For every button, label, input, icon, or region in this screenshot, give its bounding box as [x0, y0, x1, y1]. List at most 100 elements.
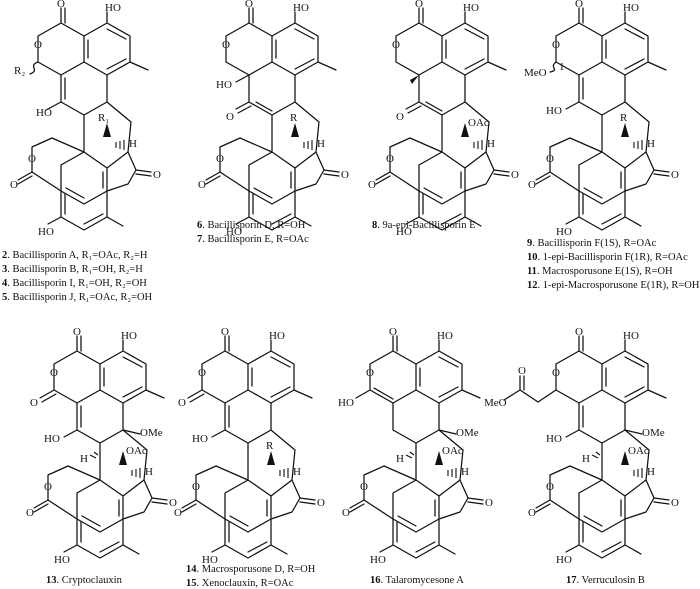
caption-group-2-5: 2. Bacillisporin A, R₁=OAc, R₂=H 3. Baci… [2, 250, 153, 303]
structure-9-12: HO O O 1 MeO HO R H O O O HO [524, 0, 679, 238]
caption-line: 17. Verruculosin B [566, 575, 645, 586]
caption-line: 12. 1-epi-Macrosporusone E(1R), R=OH [527, 280, 700, 291]
structure-2-5: HO O O R₂ HO R₁ H O O O HO [10, 0, 161, 238]
atom-label: O [221, 326, 229, 338]
caption-group-17: 17. Verruculosin B [566, 575, 645, 586]
atom-label: O [44, 481, 52, 493]
caption-line: 3. Bacillisporin B, R₁=OH, R₂=H [2, 264, 143, 275]
atom-label: HO [370, 554, 386, 566]
caption-group-13: 13. Cryptoclauxin [46, 575, 123, 586]
locant-label: 1 [559, 61, 565, 73]
substituent-label: R₁ [98, 112, 109, 124]
atom-label: H [647, 466, 655, 478]
atom-label: HO [54, 554, 70, 566]
atom-label: HO [556, 554, 572, 566]
atom-label: O [57, 0, 65, 10]
caption-group-16: 16. Talaromycesone A [370, 575, 464, 586]
atom-label: O [392, 39, 400, 51]
substituent-label: OAc [468, 117, 489, 129]
atom-label: H [317, 138, 325, 150]
atom-label: H [647, 138, 655, 150]
substituent-label: OAc [126, 445, 147, 457]
atom-label: O [73, 326, 81, 338]
atom-label: O [174, 507, 182, 519]
atom-label: O [341, 169, 349, 181]
caption-line: 10. 1-epi-Bacillisporin F(1R), R=OAc [527, 252, 688, 263]
atom-label: H [80, 453, 88, 465]
atom-label: HO [226, 226, 242, 238]
atom-label: O [360, 481, 368, 493]
caption-group-9-12: 9. Bacillisporin F(1S), R=OAc 10. 1-epi-… [527, 238, 700, 291]
atom-label: O [28, 153, 36, 165]
substituent-label: R [290, 112, 298, 124]
substituent-label: R [266, 440, 274, 452]
atom-label: O [245, 0, 253, 10]
structure-8: HO O O O OAc H O O O HO [368, 0, 519, 238]
atom-label: O [34, 39, 42, 51]
substituent-label: OMe [456, 427, 479, 439]
atom-label: O [198, 179, 206, 191]
caption-group-14-15: 14. Macrosporusone D, R=OH 15. Xenoclaux… [186, 564, 316, 589]
atom-label: O [226, 111, 234, 123]
substituent-label: MeO [524, 67, 547, 79]
atom-label: HO [192, 433, 208, 445]
atom-label: HO [556, 226, 572, 238]
atom-label: O [552, 39, 560, 51]
atom-label: O [50, 367, 58, 379]
atom-label: O [671, 169, 679, 181]
atom-label: O [386, 153, 394, 165]
caption-line: 16. Talaromycesone A [370, 575, 464, 586]
caption-group-8: 8. 9a-epi-Bacillisporin E [372, 220, 476, 231]
substituent-label: R [620, 112, 628, 124]
atom-label: H [293, 466, 301, 478]
atom-label: O [528, 507, 536, 519]
caption-line: 2. Bacillisporin A, R₁=OAc, R₂=H [2, 250, 148, 261]
atom-label: O [317, 497, 325, 509]
atom-label: O [546, 153, 554, 165]
atom-label: H [396, 453, 404, 465]
atom-label: H [487, 138, 495, 150]
atom-label: O [396, 111, 404, 123]
atom-label: O [222, 39, 230, 51]
atom-label: O [415, 0, 423, 10]
substituent-label: OAc [628, 445, 649, 457]
atom-label: O [10, 179, 18, 191]
atom-label: O [511, 169, 519, 181]
atom-label: HO [202, 554, 218, 566]
atom-label: HO [105, 2, 121, 14]
substituent-label: OMe [140, 427, 163, 439]
atom-label: O [342, 507, 350, 519]
caption-line: 14. Macrosporusone D, R=OH [186, 564, 316, 575]
caption-line: 8. 9a-epi-Bacillisporin E [372, 220, 476, 231]
atom-label: HO [121, 330, 137, 342]
atom-label: O [575, 0, 583, 10]
structure-13: HO O O O HO OMe H OAc H O O O HO [26, 326, 177, 566]
atom-label: HO [396, 226, 412, 238]
atom-label: O [389, 326, 397, 338]
atom-label: O [528, 179, 536, 191]
caption-line: 15. Xenoclauxin, R=OAc [186, 578, 294, 589]
atom-label: O [169, 497, 177, 509]
atom-label: O [30, 397, 38, 409]
structure-6-7: HO O O HO O R H O O O HO [198, 0, 349, 238]
atom-label: HO [293, 2, 309, 14]
atom-label: O [178, 397, 186, 409]
atom-label: HO [216, 79, 232, 91]
atom-label: O [368, 179, 376, 191]
caption-line: 6. Bacillisporin D, R=OH [197, 220, 306, 231]
caption-line: 5. Bacillisporin J, R₁=OAc, R₂=OH [2, 292, 153, 303]
atom-label: HO [623, 330, 639, 342]
atom-label: HO [437, 330, 453, 342]
atom-label: O [546, 481, 554, 493]
atom-label: H [582, 453, 590, 465]
atom-label: HO [546, 105, 562, 117]
atom-label: O [153, 169, 161, 181]
atom-label: H [129, 138, 137, 150]
atom-label: HO [269, 330, 285, 342]
atom-label: O [366, 367, 374, 379]
atom-label: O [216, 153, 224, 165]
atom-label: HO [546, 433, 562, 445]
atom-label: H [145, 466, 153, 478]
atom-label: O [575, 326, 583, 338]
